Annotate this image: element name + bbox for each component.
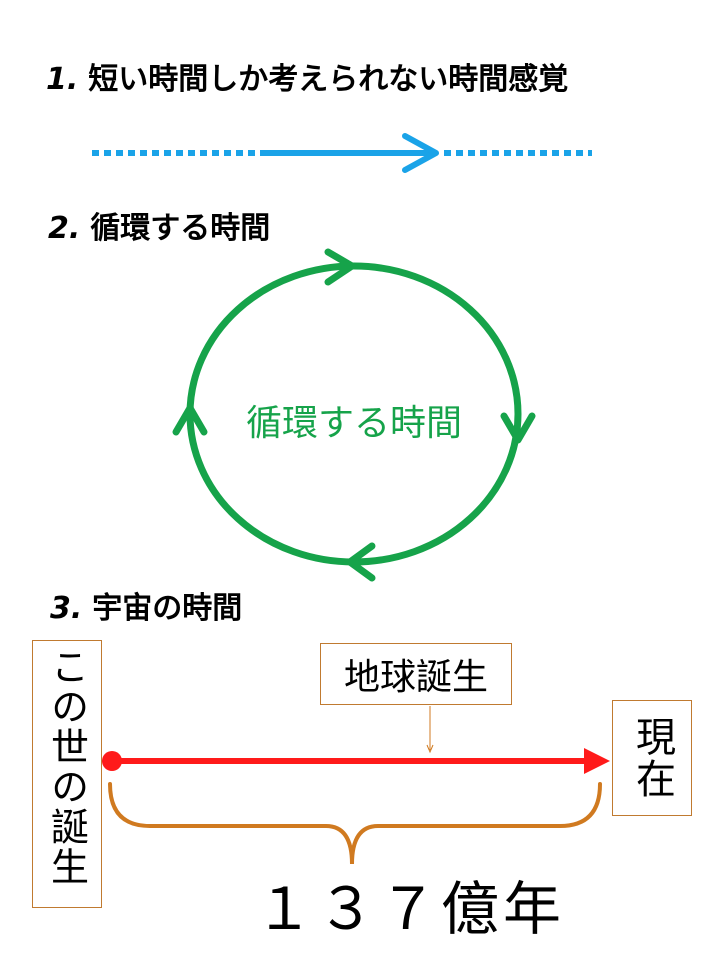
section-3-title: 宇宙の時間	[92, 591, 243, 626]
cycle-arrow-top	[324, 248, 356, 286]
linear-arrow-head	[402, 133, 439, 173]
section-2-number: 2.	[48, 211, 81, 246]
earth-birth-label: 地球誕生	[320, 643, 512, 705]
section-1-number: 1.	[46, 62, 79, 97]
section-2-heading: 2. 循環する時間	[48, 203, 270, 247]
span-bracket	[108, 782, 602, 865]
timeline-arrow-head	[584, 748, 610, 774]
cycle-diagram: 循環する時間	[172, 248, 536, 582]
section-2-title: 循環する時間	[90, 211, 271, 246]
cycle-arrow-right	[500, 412, 536, 444]
earth-marker-pointer-head	[426, 744, 434, 754]
cycle-arrow-left	[172, 404, 208, 436]
cosmic-timeline	[102, 706, 610, 865]
section-3-heading: 3. 宇宙の時間	[50, 583, 242, 627]
section-1-heading: 1. 短い時間しか考えられない時間感覚	[46, 54, 568, 98]
cycle-arrow-bottom	[346, 542, 376, 582]
universe-birth-label: この世の誕生	[32, 640, 102, 908]
section-1-title: 短い時間しか考えられない時間感覚	[88, 62, 569, 97]
present-label: 現在	[612, 700, 692, 816]
time-span-label: １３７億年	[255, 875, 566, 943]
section-3-number: 3.	[50, 591, 83, 626]
timeline-start-dot	[102, 751, 122, 771]
linear-time-arrow	[92, 133, 592, 173]
cycle-label: 循環する時間	[246, 403, 462, 444]
